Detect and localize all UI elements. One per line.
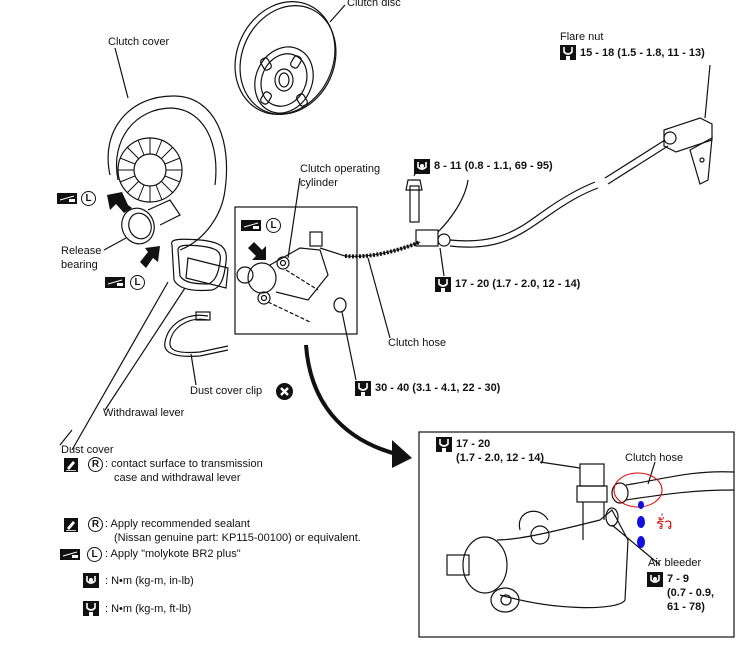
label-dust-cover-clip: Dust cover clip <box>190 385 263 397</box>
leak-drop <box>638 501 644 509</box>
label-clutch-cover: Clutch cover <box>108 36 170 48</box>
do-not-reuse-x-icon <box>276 383 293 400</box>
leak-highlight-circle <box>613 472 663 508</box>
torque-value-bracket-bolt: 8 - 11 (0.8 - 1.1, 69 - 95) <box>434 160 553 172</box>
leak-annotation-text: รั่ว <box>656 515 673 533</box>
inset-hose-torque-line2: (1.7 - 2.0, 12 - 14) <box>456 452 545 464</box>
label-dust-cover: Dust cover <box>61 444 114 456</box>
legend-torque-ft-lb: : N•m (kg-m, ft-lb) <box>105 603 192 615</box>
withdrawal-lever-drawing <box>71 238 229 451</box>
torque-in-lb-icon <box>414 159 430 174</box>
label-flare-nut: Flare nut <box>560 31 604 43</box>
clutch-disc-drawing <box>234 1 346 115</box>
grease-arrow-icon <box>248 242 266 260</box>
grease-l-symbol-icon: L <box>81 191 96 206</box>
sealant-pen-icon <box>64 458 78 472</box>
grease-brush-icon <box>60 549 80 560</box>
torque-value-hose-fitting: 17 - 20 (1.7 - 2.0, 12 - 14) <box>455 278 581 290</box>
sealant-r-symbol-icon: R <box>88 517 103 532</box>
label-clutch-disc: Clutch disc <box>347 0 401 9</box>
grease-l-symbol-icon: L <box>266 218 281 233</box>
torque-ft-lb-icon <box>435 277 451 292</box>
inset-bleeder-torque-line2: (0.7 - 0.9, <box>667 587 715 599</box>
label-clutch-hose: Clutch hose <box>388 337 447 349</box>
torque-ft-lb-icon <box>560 45 576 60</box>
grease-l-symbol-icon: L <box>130 275 145 290</box>
torque-ft-lb-icon <box>83 601 99 616</box>
legend-sealant-line1: : Apply recommended sealant <box>105 518 250 530</box>
inset-bleeder-torque-line3: 61 - 78) <box>667 601 705 613</box>
dust-cover-note-line1: : contact surface to transmission <box>105 458 263 470</box>
dust-cover-clip-drawing <box>164 311 229 386</box>
flare-nut-bracket-drawing <box>663 64 713 185</box>
inset-label-clutch-hose: Clutch hose <box>625 452 684 464</box>
detail-arrow-head <box>392 440 412 468</box>
label-clutch-operating-cylinder-2: cylinder <box>300 177 338 189</box>
leak-drop <box>637 516 645 528</box>
legend-sealant-line2: (Nissan genuine part: KP115-00100) or eq… <box>114 532 361 544</box>
label-release-bearing-2: bearing <box>61 259 98 271</box>
torque-in-lb-icon <box>83 573 99 588</box>
dust-cover-note-line2: case and withdrawal lever <box>114 472 241 484</box>
legend-grease: : Apply "molykote BR2 plus" <box>105 548 241 560</box>
detail-inset-frame <box>418 431 735 638</box>
torque-ft-lb-icon <box>436 437 452 452</box>
grease-arrow-icon <box>107 192 132 213</box>
torque-in-lb-icon <box>647 572 663 587</box>
label-release-bearing: Release <box>61 245 102 257</box>
label-clutch-operating-cylinder: Clutch operating <box>300 163 381 175</box>
legend-torque-in-lb: : N•m (kg-m, in-lb) <box>105 575 194 587</box>
clutch-hose-drawing <box>344 139 669 339</box>
torque-value-cylinder-bolt: 30 - 40 (3.1 - 4.1, 22 - 30) <box>375 382 501 394</box>
operating-cylinder-detail-drawing <box>446 461 735 613</box>
inset-bleeder-torque-line1: 7 - 9 <box>667 573 690 585</box>
grease-brush-icon <box>105 277 125 288</box>
grease-arrow-icon <box>140 246 160 268</box>
operating-cylinder-drawing <box>236 177 357 381</box>
sealant-pen-icon <box>64 518 78 532</box>
inset-label-air-bleeder: Air bleeder <box>648 557 702 569</box>
label-withdrawal-lever: Withdrawal lever <box>103 407 185 419</box>
torque-value-flare-nut: 15 - 18 (1.5 - 1.8, 11 - 13) <box>580 47 705 59</box>
grease-brush-icon <box>241 220 261 231</box>
leak-drop <box>637 536 645 548</box>
clutch-cover-drawing <box>107 47 228 251</box>
grease-brush-icon <box>57 193 77 204</box>
release-bearing-drawing <box>103 199 181 251</box>
torque-ft-lb-icon <box>355 381 371 396</box>
grease-l-symbol-icon: L <box>87 547 102 562</box>
detail-arrow <box>304 344 401 457</box>
sealant-r-symbol-icon: R <box>88 457 103 472</box>
inset-hose-torque-line1: 17 - 20 <box>456 438 491 450</box>
